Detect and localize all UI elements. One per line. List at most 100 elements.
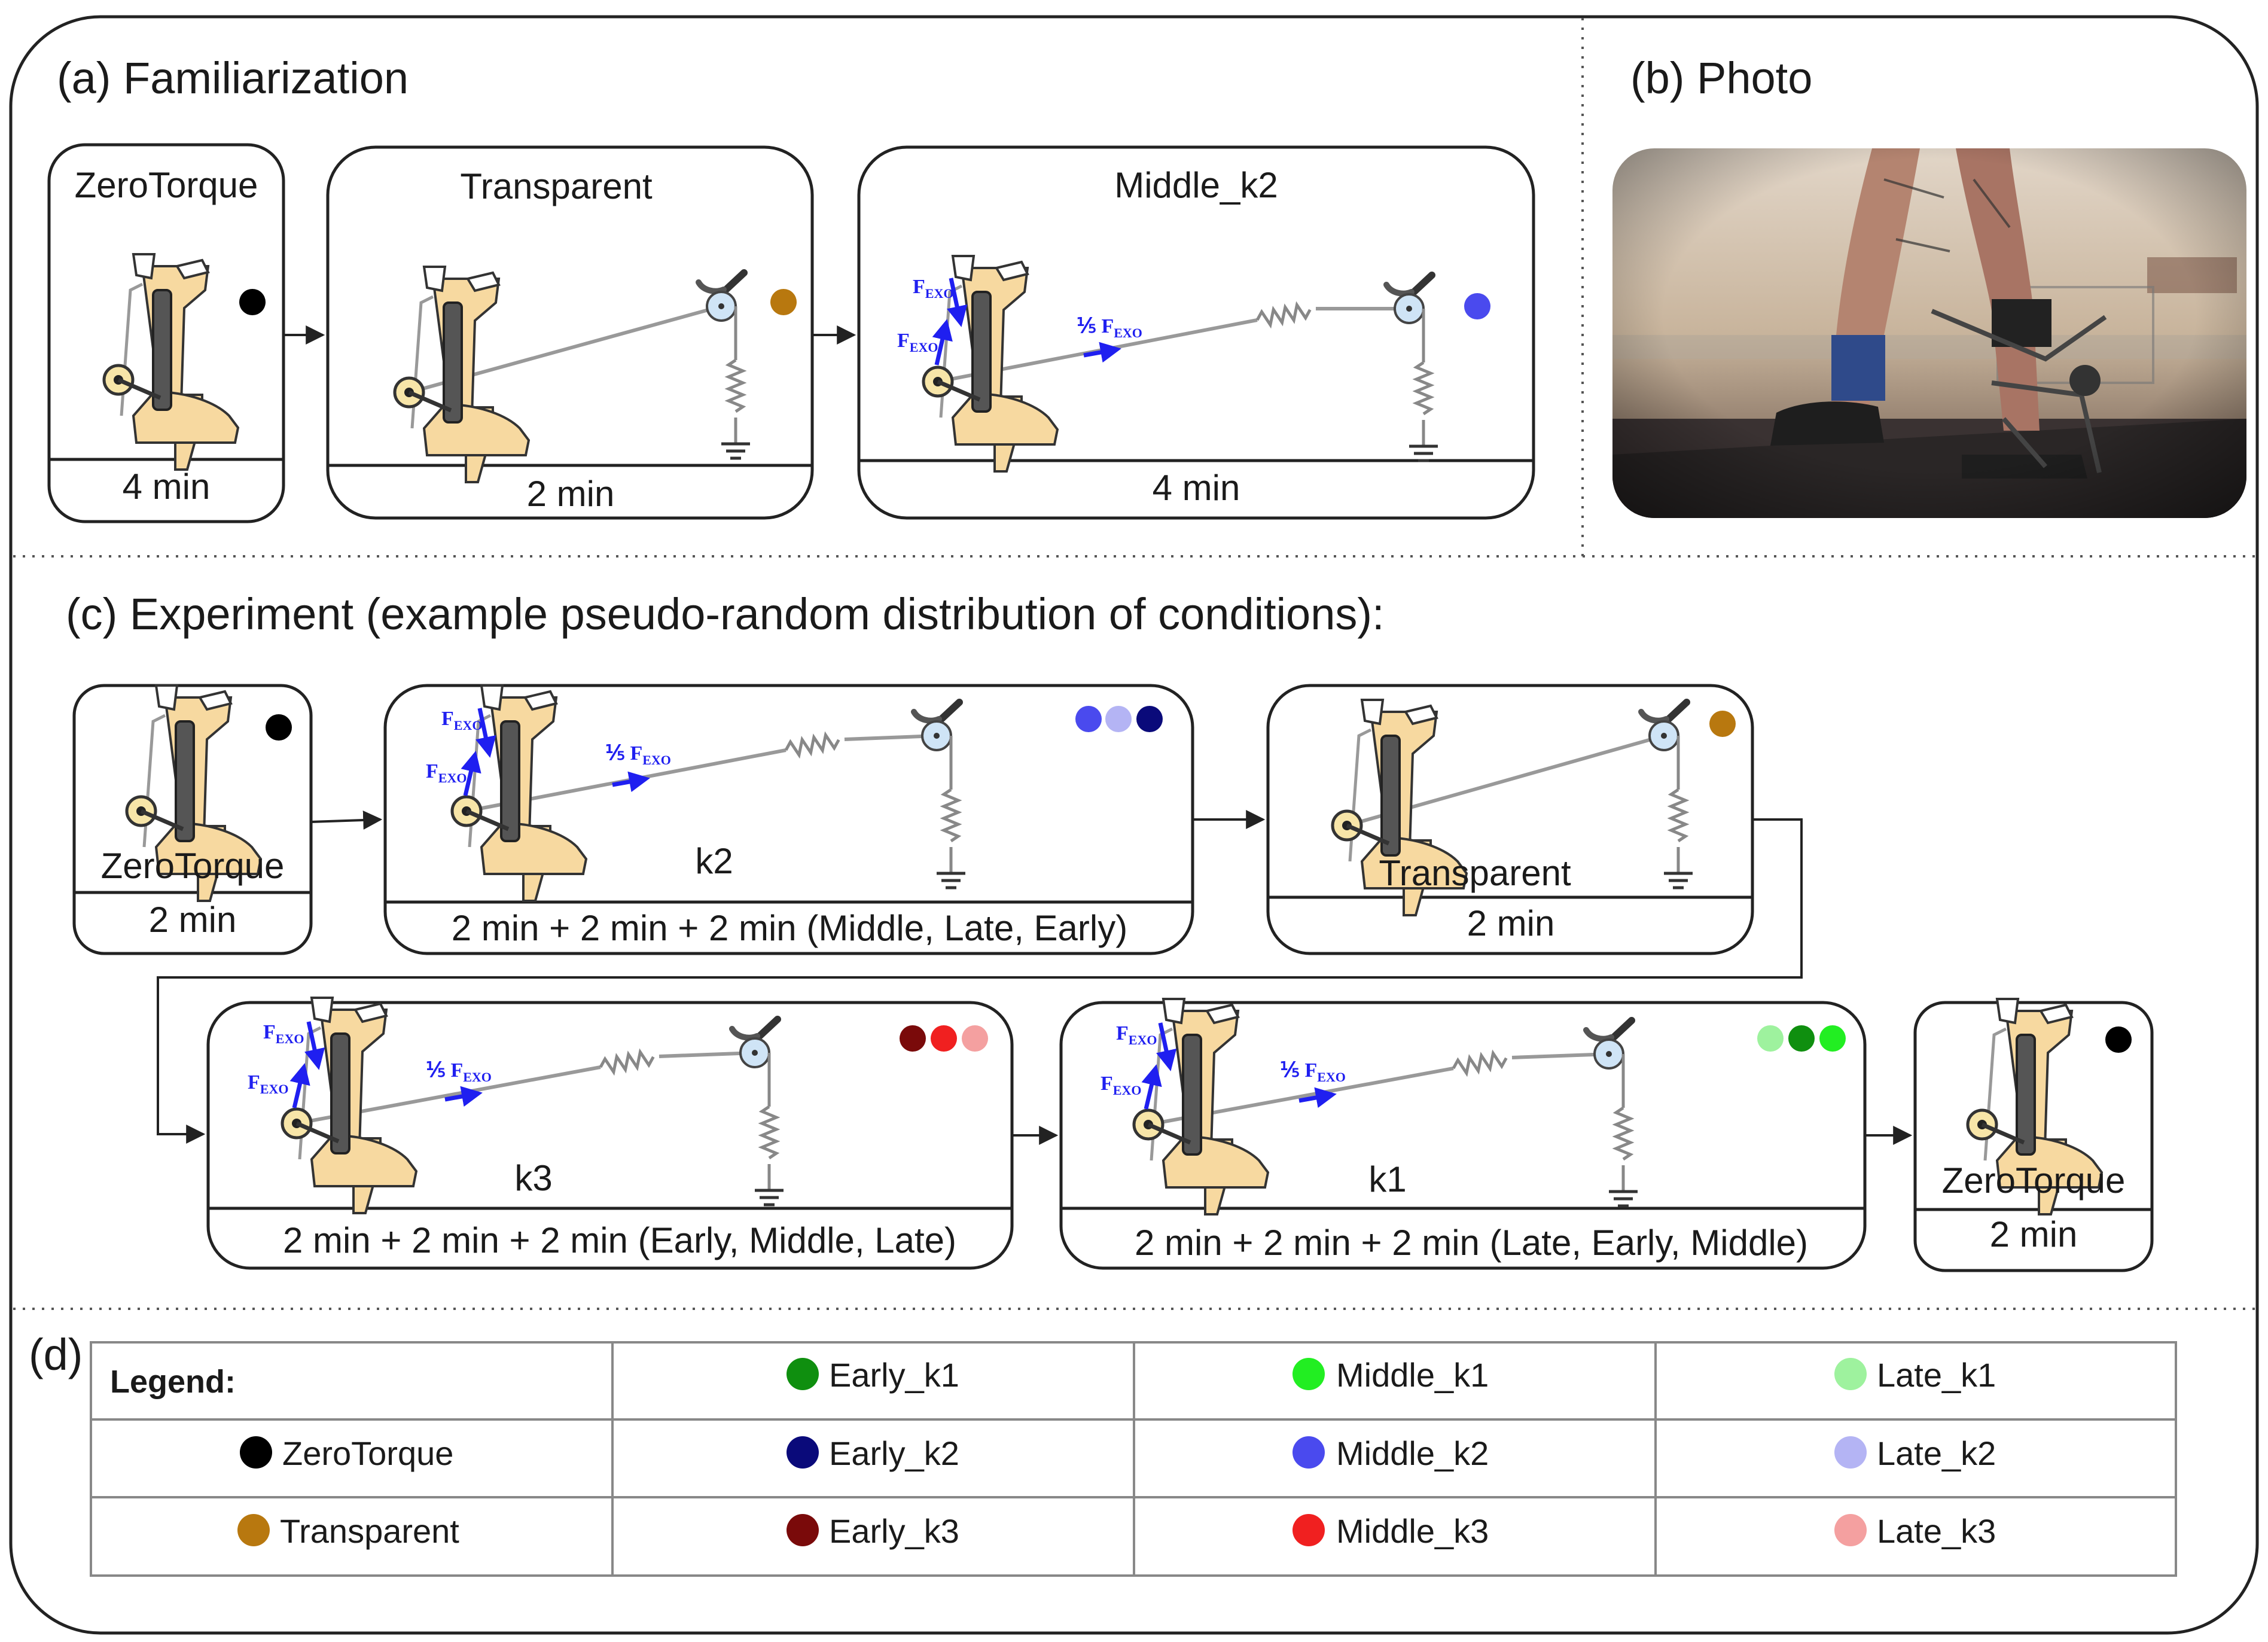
- fam-transparent-title: Transparent: [460, 166, 653, 206]
- legend-label: Early_k3: [829, 1512, 959, 1550]
- fexo-scaled-label: ⅕ FEXO: [1280, 1059, 1346, 1084]
- legend-swatch: [1292, 1358, 1325, 1390]
- legend-label: Late_k2: [1877, 1434, 1996, 1472]
- status-dot-middle-k2: [1075, 706, 1102, 732]
- force-arrow: [1156, 1022, 1177, 1071]
- fam-transparent-duration: 2 min: [527, 474, 615, 514]
- status-dot-late-k3: [962, 1025, 988, 1052]
- cable: [1511, 1052, 1609, 1059]
- exp-zerotorque-title-2: ZeroTorque: [1942, 1160, 2126, 1201]
- force-arrow: [947, 278, 968, 327]
- status-dot-zerotorque: [266, 714, 292, 741]
- force-arrow: [289, 1063, 310, 1108]
- legend-label: Early_k2: [829, 1434, 959, 1472]
- exp-k1-box: FEXO FEXO ⅕ FEXO k1 2 min + 2 min + 2 mi…: [1059, 999, 1867, 1270]
- legend-item-transparent: Transparent: [237, 1512, 459, 1550]
- legend-item-middle-k3: Middle_k3: [1292, 1512, 1489, 1550]
- legend-label: ZeroTorque: [282, 1434, 453, 1472]
- section-title-legend: (d): [29, 1330, 83, 1379]
- exp-k2-title: k2: [695, 841, 733, 881]
- legend-table: Legend: Early_k1 Middle_k1 Late_k1 ZeroT…: [90, 1341, 2177, 1577]
- fexo-label: FEXO: [1101, 1073, 1141, 1098]
- legend-item-late-k1: Late_k1: [1834, 1356, 1996, 1394]
- legend-item-zerotorque: ZeroTorque: [240, 1434, 453, 1472]
- force-arrow: [1298, 1087, 1337, 1108]
- legend-swatch: [1834, 1436, 1867, 1469]
- fexo-scaled-label: ⅕ FEXO: [1077, 315, 1142, 340]
- legend-item-late-k2: Late_k2: [1834, 1434, 1996, 1472]
- legend-item-late-k3: Late_k3: [1834, 1512, 1996, 1550]
- status-dot-middle-k2: [1464, 293, 1490, 319]
- flow-arrow: [310, 811, 383, 830]
- fam-middle-k2-duration: 4 min: [1153, 468, 1240, 508]
- status-dot-zerotorque: [239, 289, 266, 315]
- force-arrow: [475, 708, 496, 758]
- flow-arrow-wrap: [157, 818, 1803, 1144]
- exp-transparent-box: Transparent 2 min: [1266, 684, 1754, 955]
- legend-label: Late_k1: [1877, 1356, 1996, 1394]
- status-dot-late-k2: [1105, 706, 1132, 732]
- exp-k1-duration: 2 min + 2 min + 2 min (Late, Early, Midd…: [1135, 1223, 1808, 1263]
- fam-zerotorque-duration: 4 min: [123, 467, 211, 507]
- status-dot-transparent: [1709, 711, 1736, 737]
- force-arrow: [461, 751, 481, 796]
- force-arrow: [304, 1021, 325, 1070]
- fexo-label: FEXO: [263, 1021, 304, 1046]
- exp-zerotorque-duration-1: 2 min: [149, 900, 237, 940]
- legend-label: Middle_k3: [1336, 1512, 1489, 1550]
- fam-transparent-box: Transparent 2 min: [326, 145, 814, 520]
- legend-label: Early_k1: [829, 1356, 959, 1394]
- legend-swatch: [787, 1358, 819, 1390]
- legend-label: Middle_k2: [1336, 1434, 1489, 1472]
- exp-zerotorque-box-2: ZeroTorque 2 min: [1913, 999, 2154, 1272]
- exp-zerotorque-box-1: ZeroTorque 2 min: [72, 686, 313, 955]
- status-dot-early-k2: [1136, 706, 1163, 732]
- fexo-scaled-label: ⅕ FEXO: [426, 1059, 492, 1084]
- force-arrow: [612, 771, 650, 793]
- status-dot-middle-k1: [1819, 1025, 1846, 1052]
- exp-k3-duration: 2 min + 2 min + 2 min (Early, Middle, La…: [283, 1220, 956, 1260]
- legend-item-early-k3: Early_k3: [787, 1512, 959, 1550]
- fexo-label: FEXO: [913, 276, 953, 301]
- legend-swatch: [1834, 1358, 1867, 1390]
- exp-k2-duration: 2 min + 2 min + 2 min (Middle, Late, Ear…: [452, 908, 1127, 948]
- legend-header: Legend:: [110, 1364, 236, 1400]
- legend-item-middle-k2: Middle_k2: [1292, 1434, 1489, 1472]
- exp-k1-title: k1: [1368, 1159, 1406, 1199]
- fam-middle-k2-box: Middle_k2 FEXO FEXO ⅕ FEXO 4 min: [857, 145, 1535, 520]
- exp-zerotorque-title-1: ZeroTorque: [101, 846, 285, 886]
- status-dot-early-k3: [900, 1025, 926, 1052]
- fam-zerotorque-box: ZeroTorque 4 min: [47, 143, 285, 523]
- fexo-label: FEXO: [1116, 1022, 1157, 1047]
- fexo-label: FEXO: [441, 708, 482, 733]
- fexo-scaled-label: ⅕ FEXO: [605, 742, 671, 767]
- force-arrow: [1083, 342, 1121, 363]
- legend-item-middle-k1: Middle_k1: [1292, 1356, 1489, 1394]
- legend-label: Middle_k1: [1336, 1356, 1489, 1394]
- legend-swatch: [787, 1514, 819, 1546]
- legend-item-early-k1: Early_k1: [787, 1356, 959, 1394]
- section-title-photo: (b) Photo: [1630, 53, 1812, 103]
- fexo-label: FEXO: [248, 1071, 288, 1096]
- fam-middle-k2-title: Middle_k2: [1114, 165, 1278, 205]
- legend-label: Late_k3: [1877, 1512, 1996, 1550]
- legend-swatch: [787, 1436, 819, 1469]
- legend-item-early-k2: Early_k2: [787, 1434, 959, 1472]
- fexo-label: FEXO: [426, 760, 467, 785]
- status-dot-zerotorque: [2105, 1026, 2132, 1053]
- legend-swatch: [1292, 1514, 1325, 1546]
- cable: [659, 1051, 755, 1058]
- section-title-familiarization: (a) Familiarization: [57, 53, 409, 103]
- section-title-experiment: (c) Experiment (example pseudo-random di…: [66, 589, 1385, 639]
- force-arrow: [932, 319, 953, 365]
- force-arrow: [444, 1086, 483, 1107]
- legend-swatch: [1834, 1514, 1867, 1546]
- exp-k2-box: FEXO FEXO ⅕ FEXO k2 2 min + 2 min + 2 mi…: [383, 686, 1194, 955]
- exp-transparent-title: Transparent: [1379, 853, 1571, 893]
- legend-swatch: [237, 1514, 270, 1546]
- status-dot-transparent: [770, 289, 797, 315]
- exp-k3-title: k3: [514, 1158, 552, 1198]
- fexo-label: FEXO: [897, 330, 938, 355]
- exp-k3-box: FEXO FEXO ⅕ FEXO k3 2 min + 2 min + 2 mi…: [206, 998, 1014, 1270]
- legend-swatch: [240, 1436, 272, 1469]
